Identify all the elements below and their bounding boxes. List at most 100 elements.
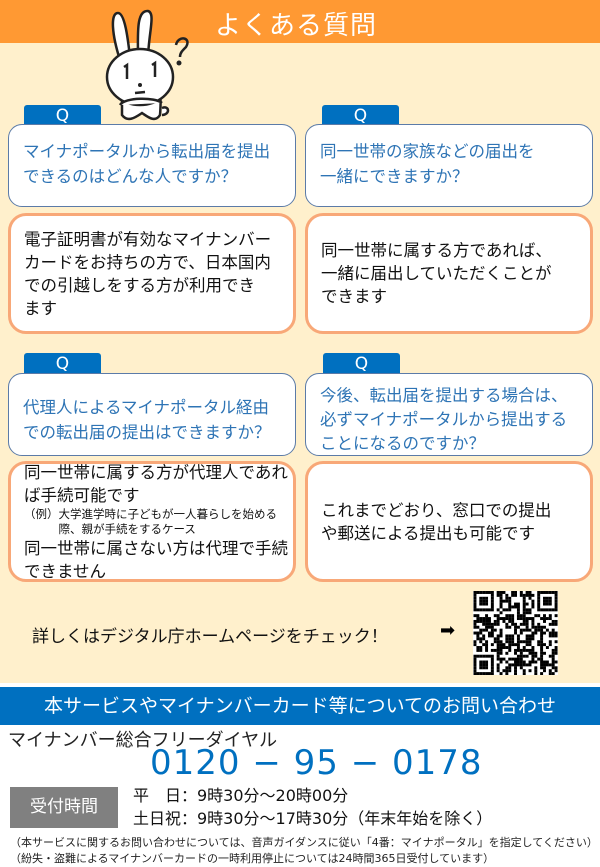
qr-module <box>551 631 555 635</box>
phone-number[interactable]: 0120 − 95 − 0178 <box>150 743 483 783</box>
qr-module <box>508 643 512 647</box>
contact-banner: 本サービスやマイナンバーカード等についてのお問い合わせ <box>0 687 600 725</box>
qr-module <box>496 617 500 621</box>
qr-module <box>545 602 549 606</box>
qr-module <box>525 640 529 644</box>
qr-module <box>516 617 520 621</box>
qr-module <box>516 646 520 649</box>
qr-module <box>554 619 558 623</box>
qr-module <box>534 628 538 632</box>
qr-module <box>479 591 483 594</box>
qr-module <box>531 634 535 638</box>
qr-module <box>554 591 558 594</box>
qr-module <box>522 640 526 644</box>
qr-module <box>473 672 477 675</box>
qr-module <box>540 643 544 647</box>
qr-module <box>482 622 486 626</box>
qr-module <box>519 663 523 667</box>
qr-module <box>540 666 544 670</box>
qr-module <box>540 640 544 644</box>
qr-module <box>525 591 529 594</box>
qr-module <box>487 622 491 626</box>
qr-module <box>519 617 523 621</box>
qr-module <box>485 643 489 647</box>
qr-module <box>511 591 515 594</box>
qr-module <box>508 648 512 652</box>
qr-module <box>528 617 532 621</box>
qr-module <box>473 619 477 623</box>
qr-module <box>534 669 538 673</box>
qr-module <box>551 654 555 658</box>
qr-module <box>528 637 532 641</box>
qr-module <box>519 593 523 597</box>
qr-module <box>496 640 500 644</box>
qr-module <box>508 608 512 612</box>
qr-module <box>545 608 549 612</box>
qr-module <box>473 593 477 597</box>
qr-module <box>485 599 489 603</box>
qr-module <box>485 625 489 629</box>
qr-module <box>540 625 544 629</box>
qr-module <box>540 617 544 621</box>
qr-module <box>540 648 544 652</box>
qr-module <box>522 602 526 606</box>
qr-module <box>534 625 538 629</box>
qr-module <box>531 651 535 655</box>
qr-module <box>473 602 477 606</box>
qr-module <box>499 596 503 600</box>
qr-module <box>508 596 512 600</box>
qr-module <box>479 660 483 664</box>
qr-module <box>543 599 546 603</box>
qr-module <box>487 654 491 658</box>
qr-module <box>493 637 497 641</box>
qr-module <box>545 596 549 600</box>
qr-module <box>490 593 494 597</box>
qr-module <box>505 637 509 641</box>
qr-module <box>543 643 546 647</box>
qr-module <box>490 643 494 647</box>
question-box: マイナポータルから転出届を提出 できるのはどんな人ですか？ <box>8 124 296 207</box>
qr-module <box>531 657 535 661</box>
qr-module <box>548 634 552 638</box>
qr-module <box>525 602 529 606</box>
qr-module <box>540 608 544 612</box>
qr-module <box>540 628 544 632</box>
qr-module <box>514 648 518 652</box>
qr-module <box>487 619 491 623</box>
qr-module <box>505 614 509 618</box>
qr-module <box>540 634 544 638</box>
hours-label: 受付時間 <box>10 787 118 828</box>
qr-module <box>508 634 512 638</box>
qr-module <box>537 625 541 629</box>
qr-module <box>496 608 500 612</box>
qr-module <box>496 619 500 623</box>
note-lost-card: （紛失・盗難によるマイナンバーカードの一時利用停止については24時間365日受付… <box>10 852 495 865</box>
qr-module <box>476 617 480 621</box>
qr-code[interactable] <box>473 591 558 675</box>
qr-module <box>531 660 535 664</box>
qr-module <box>485 614 489 618</box>
qr-module <box>522 619 526 623</box>
qr-module <box>496 593 500 597</box>
qr-module <box>537 628 541 632</box>
qr-module <box>508 617 512 621</box>
qr-module <box>485 608 489 612</box>
qr-module <box>531 602 535 606</box>
qr-module <box>499 605 503 609</box>
qr-module <box>476 619 480 623</box>
qr-module <box>505 599 509 603</box>
qr-module <box>528 608 532 612</box>
qr-module <box>485 640 489 644</box>
qr-module <box>548 614 552 618</box>
qr-module <box>525 663 529 667</box>
qr-module <box>554 669 558 673</box>
qr-module <box>543 608 546 612</box>
qr-module <box>516 611 520 615</box>
qr-module <box>493 619 497 623</box>
note-portal: （本サービスに関するお問い合わせについては、音声ガイダンスに従い「4番：マイナポ… <box>10 836 598 849</box>
qr-module <box>473 654 477 658</box>
qr-module <box>528 660 532 664</box>
qr-module <box>479 646 483 649</box>
qr-module <box>537 599 541 603</box>
qr-module <box>516 654 520 658</box>
